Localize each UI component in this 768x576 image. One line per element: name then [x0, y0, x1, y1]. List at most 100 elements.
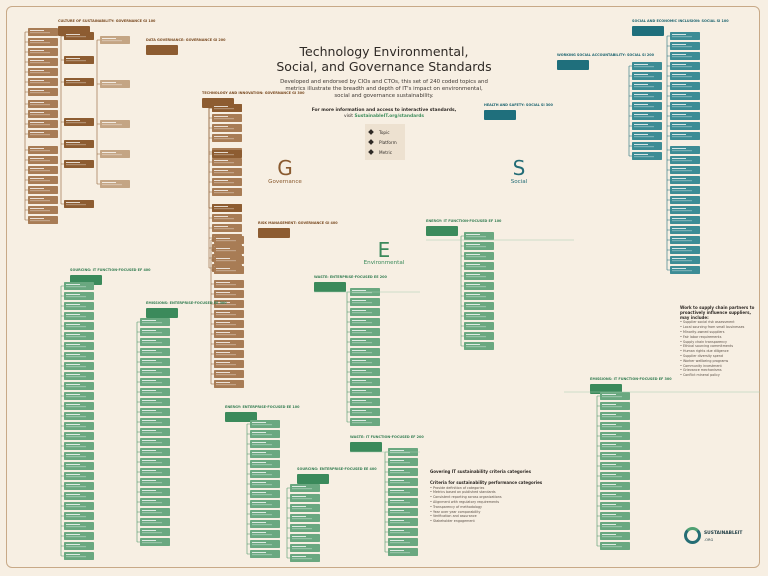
node-text-line	[66, 336, 86, 338]
node-text-line	[214, 180, 228, 181]
node-text-line	[352, 412, 372, 414]
node-text-line	[66, 466, 86, 468]
info-link[interactable]: SustainableIT.org/standards	[354, 114, 425, 119]
metric-node	[28, 186, 58, 194]
node-text-line	[66, 58, 80, 59]
node-text-line	[672, 134, 686, 135]
node-text-line	[672, 114, 686, 115]
metric-node	[64, 532, 94, 540]
node-text-line	[602, 494, 616, 495]
node-text-line	[216, 302, 230, 303]
node-text-line	[66, 446, 86, 448]
node-text-line	[30, 158, 44, 159]
node-text-line	[66, 204, 86, 206]
node-text-line	[216, 294, 236, 296]
node-text-line	[66, 416, 86, 418]
node-text-line	[252, 442, 266, 443]
title-block: Technology Environmental, Social, and Go…	[276, 44, 492, 119]
metric-node	[28, 38, 58, 46]
note-line: • Human rights due diligence	[680, 349, 729, 354]
cluster-label: WORKING SOCIAL ACCOUNTABILITY: SOCIAL SI…	[557, 53, 655, 57]
node-text-line	[216, 332, 230, 333]
node-text-line	[66, 366, 86, 368]
node-text-line	[352, 422, 372, 424]
node-text-line	[672, 136, 692, 138]
node-text-line	[30, 180, 50, 182]
legend-platform: Platform	[368, 137, 401, 147]
node-text-line	[602, 406, 622, 408]
metric-node	[28, 176, 58, 184]
node-text-line	[292, 516, 306, 517]
node-text-line	[66, 464, 80, 465]
node-text-line	[352, 292, 372, 294]
node-text-line	[252, 502, 266, 503]
node-text-line	[390, 470, 404, 471]
metric-node	[670, 132, 700, 140]
node-text-line	[66, 474, 80, 475]
metric-node	[350, 348, 380, 356]
node-text-line	[634, 156, 654, 158]
node-text-line	[216, 362, 230, 363]
metric-node	[388, 478, 418, 486]
metric-node	[140, 318, 170, 326]
metric-node	[600, 542, 630, 550]
node-text-line	[102, 182, 116, 183]
node-text-line	[142, 422, 162, 424]
cluster-root-node	[258, 228, 290, 238]
node-text-line	[30, 170, 50, 172]
node-text-line	[142, 342, 162, 344]
metric-node	[212, 168, 242, 176]
metric-node	[600, 452, 630, 460]
node-text-line	[252, 482, 266, 483]
metric-node	[64, 332, 94, 340]
metric-node	[214, 290, 244, 298]
metric-node	[100, 36, 130, 44]
node-text-line	[390, 482, 410, 484]
legend-label: Topic	[379, 129, 390, 135]
metric-node	[140, 528, 170, 536]
metric-node	[28, 146, 58, 154]
node-text-line	[292, 528, 312, 530]
node-text-line	[66, 296, 86, 298]
node-text-line	[216, 364, 236, 366]
node-text-line	[214, 228, 234, 230]
node-text-line	[30, 150, 50, 152]
metric-node	[670, 236, 700, 244]
metric-node	[388, 488, 418, 496]
cluster-label: ENERGY: ENTERPRISE-FOCUSED EE 100	[225, 405, 300, 409]
node-text-line	[30, 30, 44, 31]
metric-node	[670, 72, 700, 80]
metric-node	[64, 382, 94, 390]
metric-node	[214, 370, 244, 378]
node-text-line	[216, 342, 230, 343]
node-text-line	[30, 114, 50, 116]
node-text-line	[602, 404, 616, 405]
metric-node	[64, 542, 94, 550]
node-text-line	[352, 342, 372, 344]
node-text-line	[142, 522, 162, 524]
node-text-line	[672, 86, 692, 88]
node-text-line	[602, 454, 616, 455]
node-text-line	[30, 178, 44, 179]
node-text-line	[142, 402, 162, 404]
node-text-line	[252, 464, 272, 466]
node-text-line	[602, 536, 622, 538]
node-text-line	[602, 466, 622, 468]
node-text-line	[214, 108, 234, 110]
social-letter: S	[512, 156, 526, 180]
node-text-line	[602, 506, 622, 508]
node-text-line	[66, 534, 80, 535]
metric-node	[28, 120, 58, 128]
node-text-line	[102, 124, 122, 126]
metric-node	[64, 78, 94, 86]
node-text-line	[66, 346, 86, 348]
node-text-line	[102, 82, 116, 83]
metric-node	[64, 32, 94, 40]
node-text-line	[634, 74, 648, 75]
node-text-line	[252, 554, 272, 556]
node-text-line	[292, 558, 312, 560]
node-text-line	[602, 426, 622, 428]
metric-node	[350, 318, 380, 326]
node-text-line	[216, 240, 236, 242]
metric-node	[140, 348, 170, 356]
